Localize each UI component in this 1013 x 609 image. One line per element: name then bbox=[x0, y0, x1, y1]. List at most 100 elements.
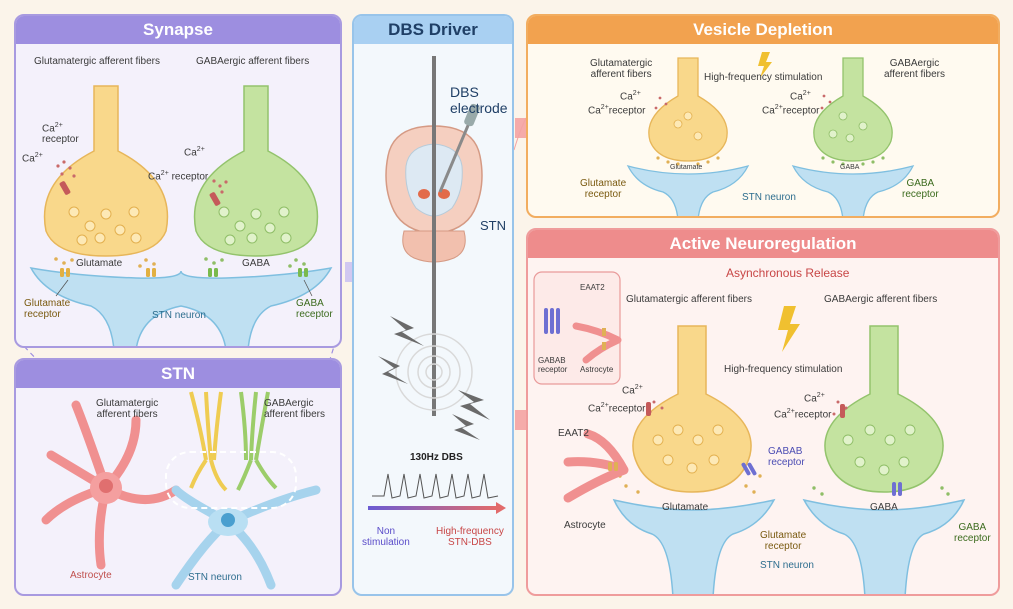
vesicle-hfs-label: High-frequency stimulation bbox=[704, 72, 823, 83]
vesicle-ca-left: Ca2+ bbox=[620, 90, 641, 103]
gabaergic-fibers-label: GABAergic afferent fibers bbox=[196, 56, 310, 67]
glutamatergic-fibers-label: Glutamatergic afferent fibers bbox=[34, 56, 160, 67]
lightning-icon bbox=[778, 306, 800, 352]
active-illustration bbox=[533, 271, 966, 594]
dbs-electrode bbox=[438, 115, 474, 193]
stimulation-gradient-bar bbox=[368, 506, 496, 510]
active-gaba-fibers-label: GABAergic afferent fibers bbox=[824, 294, 938, 305]
active-title: Active Neuroregulation bbox=[528, 230, 998, 258]
ca-channel-left bbox=[646, 402, 651, 416]
active-glu-fibers-label: Glutamatergic afferent fibers bbox=[626, 294, 752, 305]
stn-illustration bbox=[41, 391, 321, 590]
active-ca-right: Ca2+ bbox=[804, 392, 825, 405]
ca-channel-right bbox=[209, 192, 221, 206]
active-stn-neuron-label: STN neuron bbox=[760, 560, 814, 571]
active-glutamate-label: Glutamate bbox=[662, 502, 709, 513]
dbs-stn-label: STN bbox=[480, 218, 506, 233]
stn-neuron-label: STN neuron bbox=[152, 310, 206, 321]
astrocyte-cell bbox=[41, 400, 181, 570]
gaba-terminal bbox=[193, 85, 319, 257]
glutamate-terminal bbox=[632, 325, 752, 493]
gaba-terminal bbox=[824, 325, 944, 493]
active-eaat2-label: EAAT2 bbox=[558, 428, 589, 439]
ca-ions bbox=[56, 160, 228, 194]
astrocyte-cell bbox=[563, 429, 629, 503]
synapse-illustration bbox=[29, 85, 333, 346]
synapse-title: Synapse bbox=[16, 16, 340, 44]
glutamate-terminal bbox=[648, 57, 728, 162]
stn-neuron-postsynaptic bbox=[612, 498, 776, 594]
active-ca-receptor-left: Ca2+receptor bbox=[588, 402, 646, 415]
async-release-label: Asynchronous Release bbox=[726, 266, 850, 280]
astrocyte-inset bbox=[572, 322, 622, 364]
gabab-receptor bbox=[741, 462, 757, 476]
dbs-driver-panel: DBS Driver bbox=[352, 14, 514, 596]
ca-receptor-label-left: Ca2+receptor bbox=[42, 122, 79, 146]
vesicle-title: Vesicle Depletion bbox=[528, 16, 998, 44]
ca-label-right: Ca2+ bbox=[184, 146, 205, 159]
stn-title: STN bbox=[16, 360, 340, 388]
ca-channel-right bbox=[840, 404, 845, 418]
glutamate-vesicles bbox=[68, 206, 142, 246]
stn-neuron-postsynaptic bbox=[29, 266, 333, 346]
glutamate-receptors bbox=[60, 268, 156, 277]
pulse-train bbox=[372, 473, 499, 499]
gaba-receptors bbox=[208, 268, 308, 277]
dbs-frequency-label: 130Hz DBS bbox=[410, 452, 463, 463]
active-ca-left: Ca2+ bbox=[622, 384, 643, 397]
glutamatergic-fibers bbox=[189, 391, 228, 492]
gaba-vesicles bbox=[218, 206, 292, 246]
vesicle-to-dbs-connector bbox=[513, 117, 527, 151]
vesicle-ca-receptor-left: Ca2+receptor bbox=[588, 104, 646, 117]
vesicle-ca-right: Ca2+ bbox=[790, 90, 811, 103]
stn-astrocyte-label: Astrocyte bbox=[70, 570, 112, 581]
zoom-region bbox=[165, 451, 297, 509]
synapse-panel: Synapse bbox=[14, 14, 342, 348]
vesicle-stn-neuron-label: STN neuron bbox=[742, 192, 796, 203]
ca-receptor-label-right: Ca2+ receptor bbox=[148, 170, 209, 183]
vesicle-glutamate-label: Glutamate bbox=[670, 164, 703, 171]
gabab-inset-icon bbox=[544, 308, 560, 334]
active-neuroregulation-panel: Active Neuroregulation Asynchronous Rele… bbox=[526, 228, 1000, 596]
glutamate-label: Glutamate bbox=[76, 258, 123, 269]
gaba-label: GABA bbox=[242, 258, 270, 269]
inset-eaat2-label: EAAT2 bbox=[580, 283, 605, 292]
stn-neuron-cell bbox=[171, 485, 321, 590]
ca-channel-left bbox=[59, 181, 71, 195]
gabaergic-fibers bbox=[236, 391, 278, 491]
active-ca-receptor-right: Ca2+receptor bbox=[774, 408, 832, 421]
vesicle-ca-receptor-right: Ca2+receptor bbox=[762, 104, 820, 117]
active-hfs-label: High-frequency stimulation bbox=[724, 364, 843, 375]
stn-neuron-postsynaptic bbox=[626, 165, 750, 216]
ca-label-left: Ca2+ bbox=[22, 152, 43, 165]
vesicle-illustration bbox=[626, 52, 915, 216]
gaba-terminal bbox=[813, 57, 893, 162]
dbs-title: DBS Driver bbox=[354, 16, 512, 44]
stimulation-rings bbox=[395, 333, 473, 411]
stn-neuron-label: STN neuron bbox=[188, 572, 242, 583]
vesicle-gaba-label: GABA bbox=[840, 164, 860, 171]
released-transmitter bbox=[54, 257, 156, 268]
dbs-illustration bbox=[368, 56, 506, 514]
lightning-icon bbox=[758, 52, 772, 78]
stn-target bbox=[418, 189, 430, 199]
inset-astrocyte-label: Astrocyte bbox=[580, 365, 614, 374]
lightning-icons bbox=[378, 316, 490, 440]
